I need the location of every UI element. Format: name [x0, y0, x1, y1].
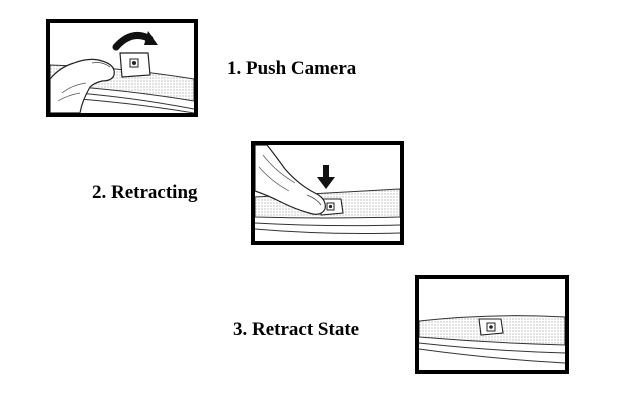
step-1-illustration [50, 31, 194, 113]
finger-icon [255, 145, 326, 215]
step-2-panel [251, 141, 404, 245]
down-arrow-icon [317, 165, 335, 189]
step-3-panel [415, 275, 569, 374]
step-3-label: 3. Retract State [233, 319, 360, 340]
camera-icon [478, 318, 504, 336]
step-3-illustration [419, 315, 565, 364]
camera-icon [119, 52, 151, 78]
step-2-illustration [255, 145, 400, 234]
finger-icon [50, 58, 115, 113]
curved-arrow-icon [112, 31, 158, 51]
step-1-panel [46, 19, 198, 117]
step-1-label: 1. Push Camera [227, 58, 357, 79]
step-2-label: 2. Retracting [92, 182, 198, 203]
